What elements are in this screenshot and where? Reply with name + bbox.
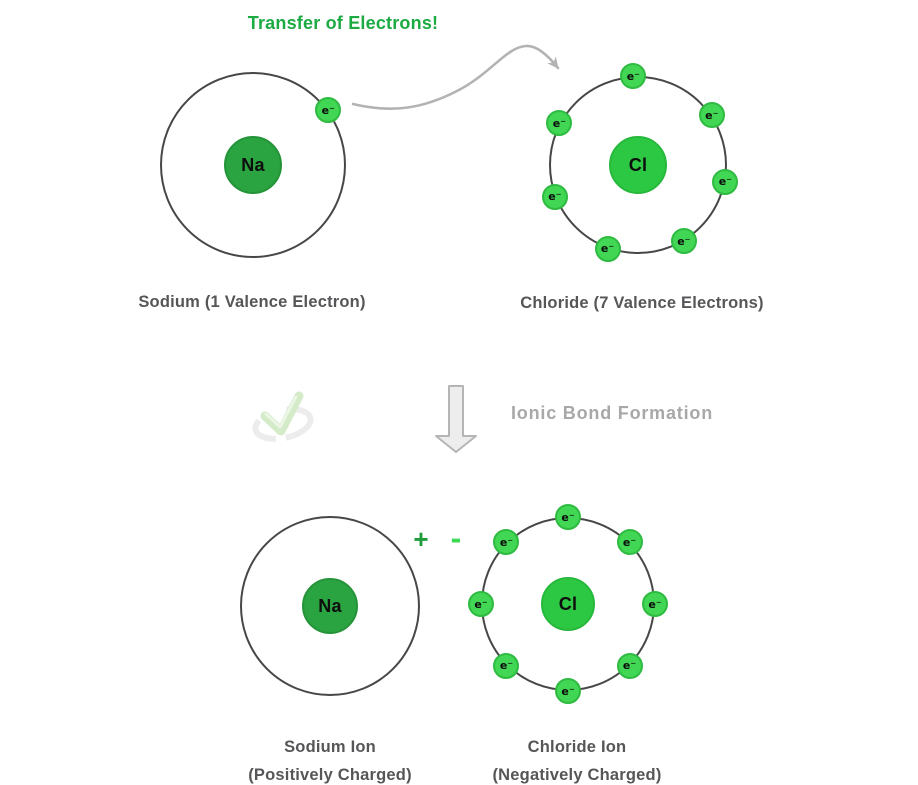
chloride-ion-nucleus: Cl [541,577,595,631]
chloride-atom-electron: e⁻ [698,102,725,129]
chloride-atom-electron: e⁻ [541,183,568,210]
chloride-atom-electron: e⁻ [594,235,621,262]
sodium-ion-caption-line2: (Positively Charged) [248,766,412,784]
chloride-atom-electron: e⁻ [546,110,573,137]
chloride-ion-electron: e⁻ [493,652,520,679]
chloride-ion-caption-line1: Chloride Ion [527,738,627,756]
chloride-ion-electron: e⁻ [493,529,520,556]
chloride-atom-electron: e⁻ [670,228,697,255]
sodium-atom-orbit [160,72,346,258]
chloride-ion-electron: e⁻ [555,504,581,530]
ionic-bond-formation-label: Ionic Bond Formation [511,403,713,423]
sodium-ion-caption-line1: Sodium Ion [284,738,376,756]
chloride-atom-electron: e⁻ [620,63,647,90]
sodium-ion-orbit [240,516,420,696]
chloride-ion-electron: e⁻ [616,529,643,556]
sodium-ion-nucleus: Na [302,578,358,634]
sodium-atom-nucleus: Na [224,136,282,194]
sodium-atom-caption: Sodium (1 Valence Electron) [138,293,366,311]
sodium-ion-caption: Sodium Ion (Positively Charged) [248,733,412,785]
sodium-atom-electron: e⁻ [315,97,342,124]
chloride-ion-electron: e⁻ [555,678,581,704]
chloride-ion-caption-line2: (Negatively Charged) [492,766,662,784]
minus-charge-sign: - [450,520,462,556]
chloride-ion-electron: e⁻ [468,591,494,617]
chloride-atom-caption: Chloride (7 Valence Electrons) [520,294,764,312]
plus-charge-sign: + [413,524,429,554]
chloride-ion-caption: Chloride Ion (Negatively Charged) [492,733,661,785]
chloride-atom-electron: e⁻ [712,168,739,195]
diagram-title: Transfer of Electrons! [247,13,439,33]
chloride-atom-nucleus: Cl [609,136,667,194]
chloride-ion-electron: e⁻ [616,652,643,679]
transfer-arrow-icon [351,44,560,110]
checkmark-watermark-icon [252,391,314,442]
down-arrow-icon [435,385,477,453]
chloride-ion-electron: e⁻ [642,591,668,617]
